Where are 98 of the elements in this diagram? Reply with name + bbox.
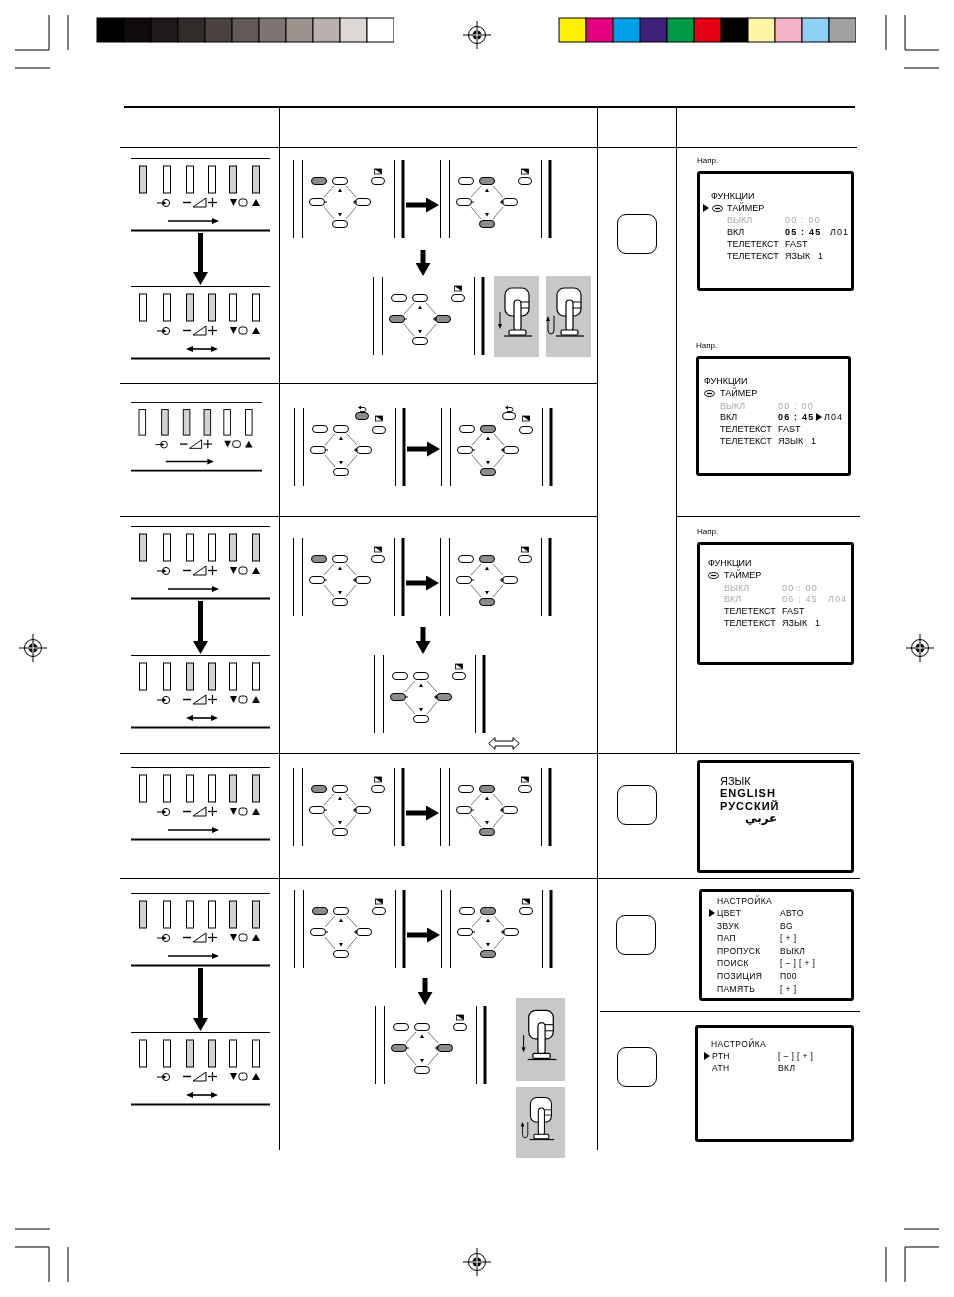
rounded-square-outline xyxy=(616,915,656,955)
menu-value: ВЫКЛ xyxy=(780,947,806,956)
menu-title: НАСТРОЙКА xyxy=(717,897,773,906)
remote-control-drawing xyxy=(293,538,405,616)
arrow xyxy=(193,601,208,654)
arrow xyxy=(407,441,440,457)
menu-value: Л04 xyxy=(824,413,843,422)
menu-value: П00 xyxy=(780,972,797,981)
menu-item: ЦВЕТ xyxy=(717,909,742,918)
menu-value: 06 : 45 xyxy=(782,595,818,604)
arrow xyxy=(406,575,439,591)
menu-title: ФУНКЦИИ xyxy=(704,377,748,386)
menu-title: ЯЗЫК xyxy=(720,776,751,787)
front-panel-buttons-drawing xyxy=(131,893,270,967)
menu-value: Л04 xyxy=(828,595,847,604)
front-panel-buttons-drawing xyxy=(131,402,262,472)
menu-item: ТЕЛЕТЕКСТ xyxy=(720,425,772,434)
arrow xyxy=(406,197,439,213)
front-panel-buttons-drawing xyxy=(131,158,270,232)
language-option: ENGLISH xyxy=(720,788,776,799)
menu-value: [ + ] xyxy=(780,934,797,943)
remote-control-drawing xyxy=(293,160,405,238)
menu-value: [ + ] xyxy=(780,985,797,994)
menu-item: ЗВУК xyxy=(717,922,740,931)
menu-value: 1 xyxy=(818,252,823,261)
remote-control-drawing xyxy=(293,768,405,846)
front-panel-buttons-drawing xyxy=(131,1032,270,1106)
menu-item: ТЕЛЕТЕКСТ xyxy=(720,437,772,446)
menu-item: ТАЙМЕР xyxy=(724,571,762,580)
menu-title: ФУНКЦИИ xyxy=(711,192,755,201)
menu-item: ПАМЯТЬ xyxy=(717,985,756,994)
language-option: РУССКИЙ xyxy=(720,801,780,812)
remote-control-drawing xyxy=(294,404,406,486)
menu-value: 06 : 45 xyxy=(778,413,815,422)
menu-item: ВЫКЛ xyxy=(724,584,750,593)
screen-caption: Напр. xyxy=(697,157,719,165)
arrow xyxy=(415,250,431,276)
arrow xyxy=(417,978,433,1005)
menu-value: [ – ] [ + ] xyxy=(780,959,816,968)
menu-item: ПАП xyxy=(717,934,736,943)
menu-value: FAST xyxy=(785,240,808,249)
menu-value: ЯЗЫК xyxy=(778,437,804,446)
menu-item: ТАЙМЕР xyxy=(727,204,765,213)
menu-item: ПОИСК xyxy=(717,959,749,968)
menu-item: ВКЛ xyxy=(727,228,745,237)
remote-control-drawing xyxy=(440,538,552,616)
rounded-square-outline xyxy=(617,785,657,825)
arrow xyxy=(193,233,208,285)
menu-title: НАСТРОЙКА xyxy=(711,1040,767,1049)
menu-title: ФУНКЦИИ xyxy=(708,559,752,568)
remote-control-drawing xyxy=(440,768,552,846)
remote-control-drawing xyxy=(294,890,406,968)
menu-item: РТН xyxy=(712,1052,730,1061)
menu-value: 1 xyxy=(815,619,820,628)
menu-value: ЯЗЫК xyxy=(785,252,811,261)
menu-value: FAST xyxy=(782,607,805,616)
menu-item: ТАЙМЕР xyxy=(720,389,758,398)
remote-control-drawing xyxy=(441,404,553,486)
menu-value: ВКЛ xyxy=(778,1064,796,1073)
arrow xyxy=(406,805,439,821)
rounded-square-outline xyxy=(617,1047,657,1087)
menu-value: 05 : 45 xyxy=(785,228,822,237)
menu-item: ПРОПУСК xyxy=(717,947,761,956)
screen-caption: Напр. xyxy=(696,342,718,350)
arrow xyxy=(415,627,431,654)
front-panel-buttons-drawing xyxy=(131,767,270,841)
menu-item: ТЕЛЕТЕКСТ xyxy=(727,240,779,249)
menu-item: ВЫКЛ xyxy=(720,402,746,411)
language-option: عربي xyxy=(745,812,778,824)
front-panel-buttons-drawing xyxy=(131,286,270,360)
menu-value: ЯЗЫК xyxy=(782,619,808,628)
menu-value: FAST xyxy=(778,425,801,434)
remote-control-drawing xyxy=(441,890,553,968)
menu-value: 00 : 00 xyxy=(778,402,814,411)
menu-value: [ – ] [ + ] xyxy=(778,1052,814,1061)
menu-value: 1 xyxy=(811,437,816,446)
menu-item: ТЕЛЕТЕКСТ xyxy=(724,619,776,628)
menu-value: 00 : 00 xyxy=(782,584,818,593)
menu-item: ТЕЛЕТЕКСТ xyxy=(727,252,779,261)
front-panel-buttons-drawing xyxy=(131,655,270,729)
rounded-square-outline xyxy=(617,214,657,254)
remote-control-drawing xyxy=(440,160,552,238)
menu-item: ВЫКЛ xyxy=(727,216,753,225)
remote-control-drawing xyxy=(375,1006,487,1084)
remote-control-drawing xyxy=(373,277,485,355)
menu-value: Л01 xyxy=(830,228,849,237)
menu-item: ВКЛ xyxy=(724,595,742,604)
menu-item: ТЕЛЕТЕКСТ xyxy=(724,607,776,616)
menu-item: ВКЛ xyxy=(720,413,738,422)
menu-item: ПОЗИЦИЯ xyxy=(717,972,763,981)
menu-value: АВТО xyxy=(780,909,804,918)
arrow xyxy=(193,968,208,1031)
arrow xyxy=(407,927,440,943)
menu-value: 00 : 00 xyxy=(785,216,821,225)
front-panel-buttons-drawing xyxy=(131,526,270,600)
screen-caption: Напр. xyxy=(697,528,719,536)
menu-item: АТН xyxy=(712,1064,730,1073)
menu-value: BG xyxy=(780,922,794,931)
